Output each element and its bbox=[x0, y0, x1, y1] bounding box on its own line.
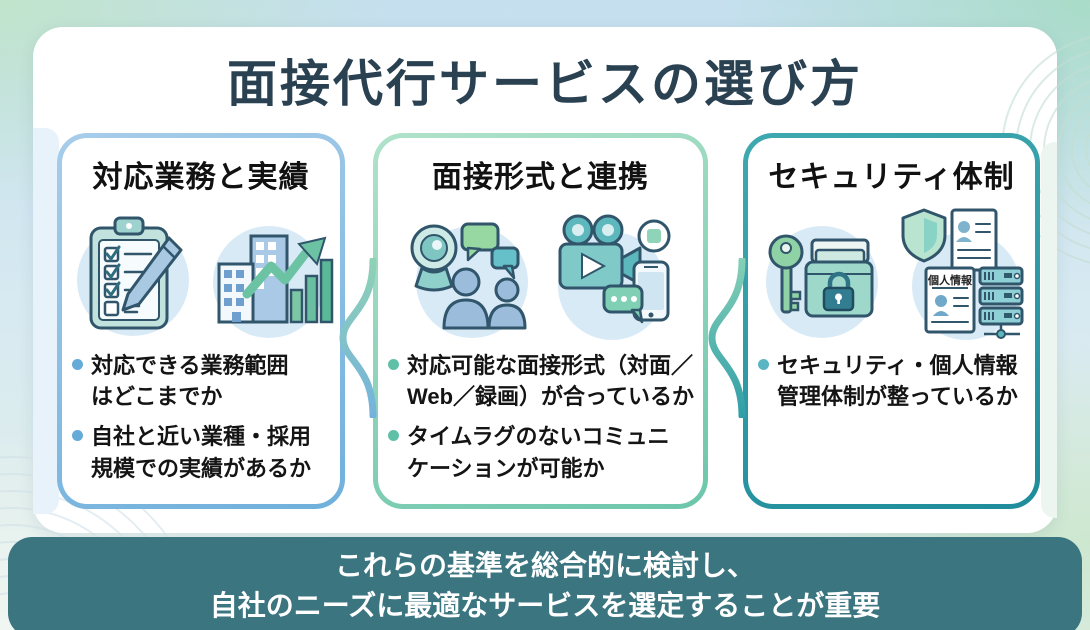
card-heading: セキュリティ体制 bbox=[768, 161, 1015, 194]
card-services-inner: 対応業務と実績 bbox=[62, 138, 340, 504]
bullet-text: 対応可能な面接形式（対面／ Web／録画）が合っているか bbox=[407, 353, 694, 410]
bullet-item: 自社と近い業種・採用 規模での実績があるか bbox=[72, 421, 336, 483]
footer-line-2: 自社のニーズに最適なサービスを選定することが重要 bbox=[209, 589, 881, 621]
company-growth-icon bbox=[213, 226, 334, 338]
bullet-list: セキュリティ・個人情報 管理体制が整っているか bbox=[758, 350, 1031, 421]
personal-info-label: 個人情報 bbox=[927, 273, 973, 287]
video-recording-phone-icon bbox=[557, 214, 670, 340]
bullet-dot bbox=[758, 359, 769, 370]
bullet-dot bbox=[388, 430, 399, 442]
right-accent-strip bbox=[1041, 142, 1057, 518]
bullet-dot bbox=[388, 359, 399, 370]
footer-line-1: これらの基準を総合的に検討し、 bbox=[334, 550, 755, 581]
card-interview-inner: 面接形式と連携 bbox=[378, 138, 703, 504]
bullet-item: 対応できる業務範囲 はどこまでか bbox=[72, 350, 336, 412]
bullet-text: 対応できる業務範囲 はどこまでか bbox=[91, 353, 289, 410]
left-accent-strip bbox=[33, 128, 59, 514]
page-title: 面接代行サービスの選び方 bbox=[227, 56, 863, 112]
bullet-dot bbox=[72, 430, 83, 442]
bullet-dot bbox=[72, 359, 83, 370]
card-icons: 個人情報 bbox=[756, 202, 1028, 342]
card-interview-format: 面接形式と連携 bbox=[373, 133, 708, 509]
footer-banner: これらの基準を総合的に検討し、 自社のニーズに最適なサービスを選定することが重要 bbox=[8, 537, 1082, 630]
bullet-item: 対応可能な面接形式（対面／ Web／録画）が合っているか bbox=[388, 350, 699, 412]
card-heading: 対応業務と実績 bbox=[92, 161, 310, 194]
bullet-item: セキュリティ・個人情報 管理体制が整っているか bbox=[758, 350, 1031, 412]
bullet-item: タイムラグのないコミュニ ケーションが可能か bbox=[388, 421, 699, 483]
shield-personal-data-server-icon: 個人情報 bbox=[901, 208, 1023, 340]
bullet-list: 対応可能な面接形式（対面／ Web／録画）が合っているか タイムラグのないコミュ… bbox=[388, 350, 699, 493]
card-icons bbox=[399, 202, 683, 342]
card-services-track-record: 対応業務と実績 bbox=[57, 133, 345, 509]
checklist-clipboard-icon bbox=[77, 216, 189, 336]
webcam-discussion-icon bbox=[410, 222, 528, 338]
key-locked-files-icon bbox=[765, 226, 878, 338]
bullet-list: 対応できる業務範囲 はどこまでか 自社と近い業種・採用 規模での実績があるか bbox=[72, 350, 336, 493]
bullet-text: 自社と近い業種・採用 規模での実績があるか bbox=[91, 424, 312, 481]
card-security-system: セキュリティ体制 bbox=[743, 133, 1040, 509]
card-security-inner: セキュリティ体制 bbox=[748, 138, 1035, 504]
card-heading: 面接形式と連携 bbox=[432, 161, 649, 194]
card-icons bbox=[65, 202, 337, 342]
bullet-text: タイムラグのないコミュニ ケーションが可能か bbox=[407, 424, 670, 481]
bullet-text: セキュリティ・個人情報 管理体制が整っているか bbox=[777, 353, 1018, 410]
